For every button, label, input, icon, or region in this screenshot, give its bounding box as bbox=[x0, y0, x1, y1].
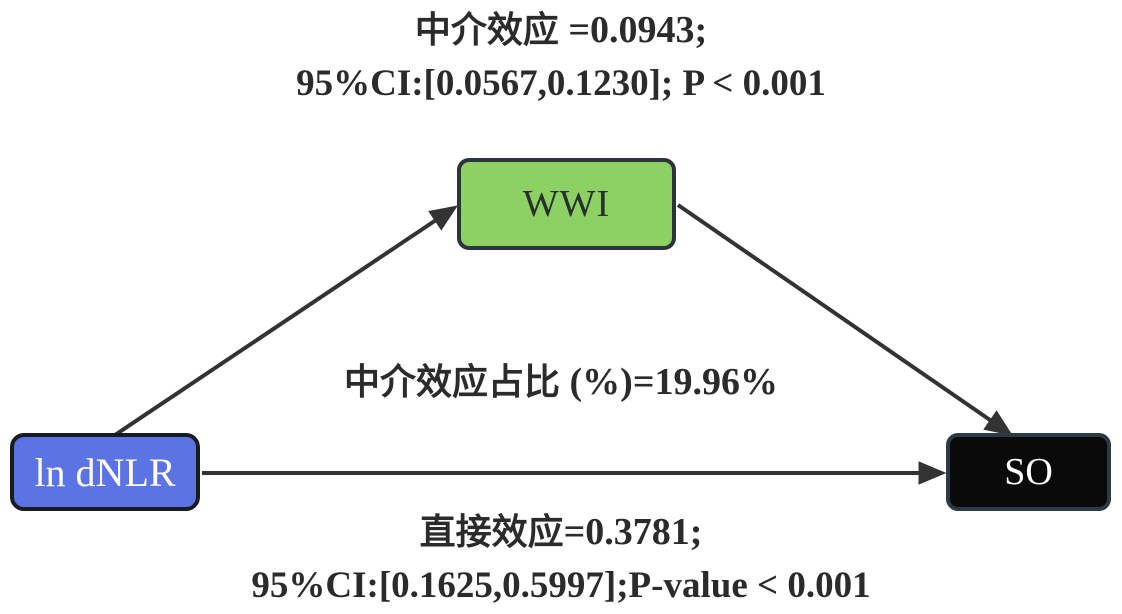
node-predictor-label: ln dNLR bbox=[34, 449, 176, 495]
direct-effect-value: =0.3781; bbox=[563, 511, 703, 553]
indirect-effect-value: =0.0943; bbox=[558, 9, 708, 51]
indirect-effect-line1: 中介效应 =0.0943; bbox=[0, 6, 1122, 62]
direct-effect-label: 直接效应=0.3781; 95%CI:[0.1625,0.5997];P-val… bbox=[0, 508, 1122, 608]
direct-effect-line1: 直接效应=0.3781; bbox=[0, 508, 1122, 564]
proportion-mediated-label: 中介效应占比 (%)=19.96% bbox=[0, 358, 1122, 414]
node-outcome-label: SO bbox=[1004, 451, 1053, 493]
proportion-mediated-value: (%)=19.96% bbox=[560, 361, 778, 403]
indirect-effect-cn: 中介效应 bbox=[414, 9, 559, 50]
indirect-effect-ci: 95%CI:[0.0567,0.1230]; P < 0.001 bbox=[296, 63, 826, 104]
arrow-predictor-to-mediator bbox=[110, 205, 458, 439]
indirect-effect-label: 中介效应 =0.0943; 95%CI:[0.0567,0.1230]; P <… bbox=[0, 6, 1122, 106]
direct-effect-cn: 直接效应 bbox=[419, 511, 564, 552]
direct-effect-ci: 95%CI:[0.1625,0.5997];P-value < 0.001 bbox=[251, 565, 871, 606]
node-predictor: ln dNLR bbox=[10, 433, 200, 511]
node-mediator: WWI bbox=[457, 158, 676, 250]
proportion-mediated-cn: 中介效应占比 bbox=[344, 361, 561, 402]
arrow-mediator-to-outcome bbox=[676, 203, 1013, 436]
proportion-mediated-line: 中介效应占比 (%)=19.96% bbox=[0, 358, 1122, 414]
node-mediator-label: WWI bbox=[522, 183, 611, 225]
node-outcome: SO bbox=[946, 433, 1111, 511]
